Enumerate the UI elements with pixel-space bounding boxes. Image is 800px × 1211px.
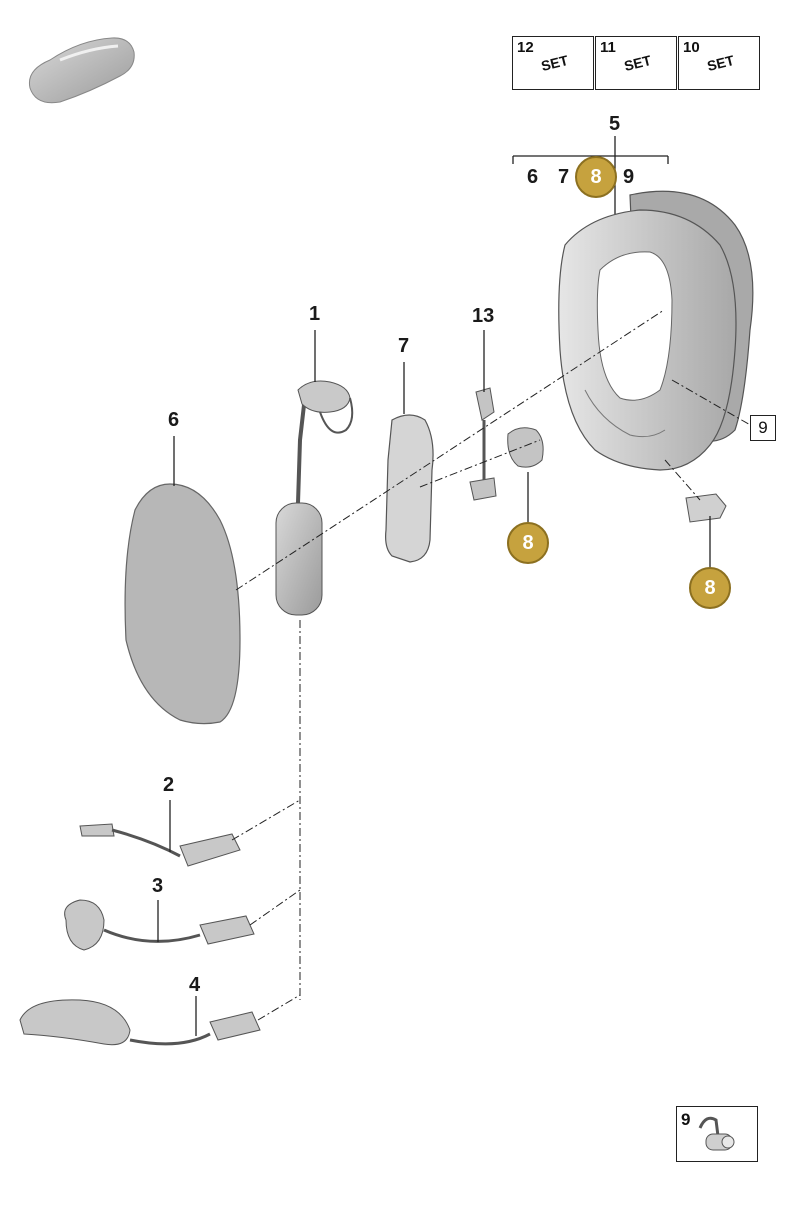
set-box-11: 11 SET [595, 36, 677, 90]
grommet-part [507, 427, 544, 468]
subpart-9: 9 [623, 166, 635, 188]
part-label-1: 1 [309, 303, 321, 325]
strap-part [469, 387, 497, 501]
detail-box-9: 9 [676, 1106, 758, 1162]
control-unit-part [275, 380, 354, 616]
set-box-text: SET [622, 51, 653, 75]
set-box-text: SET [539, 51, 570, 75]
subpart-8-badge: 8 [575, 156, 617, 198]
assembly-lines [231, 309, 753, 1021]
set-box-number: 10 [683, 39, 700, 56]
detail-box-label: 9 [681, 1110, 691, 1129]
clip-part [685, 493, 727, 523]
set-box-12: 12 SET [512, 36, 594, 90]
car-thumbnail [28, 37, 135, 104]
wall-bracket-part [385, 414, 434, 563]
set-box-text: SET [705, 51, 736, 75]
part-label-7: 7 [398, 335, 410, 357]
subpart-6: 6 [527, 166, 539, 188]
leader-lines [157, 330, 711, 1036]
part-label-13: 13 [472, 305, 495, 327]
part-label-2: 2 [163, 774, 175, 796]
set-box-number: 12 [517, 39, 534, 56]
assembly-label: 5 [609, 113, 621, 135]
lock-cylinder-icon [698, 1116, 735, 1151]
housing-part [558, 190, 754, 471]
cables [19, 823, 261, 1046]
cover-panel [124, 483, 241, 725]
part-badge-8: 8 [507, 522, 549, 564]
reference-box-9: 9 [750, 415, 776, 441]
part-label-6: 6 [168, 409, 180, 431]
part-label-4: 4 [189, 974, 201, 996]
part-badge-8-clip: 8 [689, 567, 731, 609]
set-box-10: 10 SET [678, 36, 760, 90]
set-box-number: 11 [600, 39, 616, 56]
part-label-3: 3 [152, 875, 164, 897]
subpart-7: 7 [558, 166, 570, 188]
